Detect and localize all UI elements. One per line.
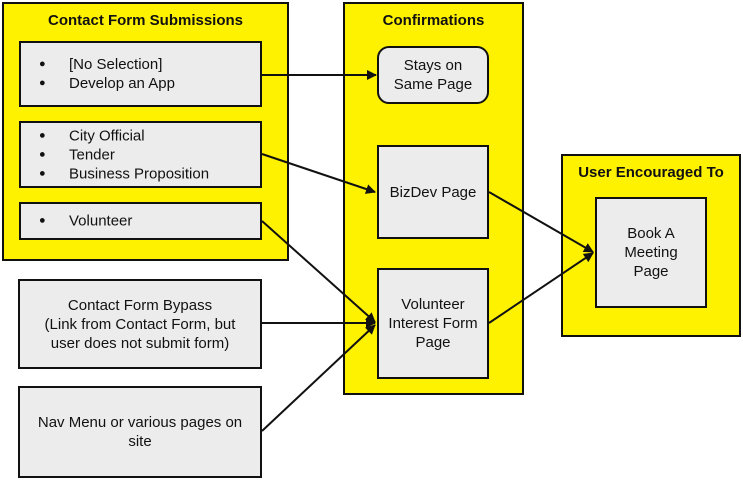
list-item: Volunteer bbox=[39, 212, 132, 231]
list-item: Business Proposition bbox=[39, 164, 209, 183]
submission-list-3: Volunteer bbox=[39, 212, 132, 231]
volunteer-line-2: Interest Form bbox=[388, 315, 478, 332]
source-box-nav-menu: Nav Menu or various pages on site bbox=[18, 386, 262, 478]
volunteer-line-3: Page bbox=[415, 334, 451, 351]
submission-list-2: City Official Tender Business Propositio… bbox=[39, 126, 209, 183]
group-title-encouraged: User Encouraged To bbox=[578, 164, 724, 181]
list-item: [No Selection] bbox=[39, 55, 175, 74]
submission-box-business: City Official Tender Business Propositio… bbox=[19, 121, 262, 188]
bizdev-line-1: BizDev Page bbox=[389, 183, 477, 201]
encouraged-box-book-meeting-page: Book A Meeting Page bbox=[595, 197, 707, 308]
submission-list-1: [No Selection] Develop an App bbox=[39, 55, 175, 93]
group-title-confirmations: Confirmations bbox=[382, 12, 485, 29]
list-item: Develop an App bbox=[39, 74, 175, 93]
list-item: Tender bbox=[39, 145, 209, 164]
list-item: City Official bbox=[39, 126, 209, 145]
confirmation-box-stays-on-same-page: Stays on Same Page bbox=[377, 46, 489, 104]
confirmation-box-volunteer-interest-form: Volunteer Interest Form Page bbox=[377, 268, 489, 379]
nav-line-1: Nav Menu or various pages on bbox=[37, 414, 243, 431]
same-page-line-2: Same Page bbox=[393, 76, 473, 93]
group-title-submissions: Contact Form Submissions bbox=[47, 12, 244, 29]
book-line-1: Book A bbox=[627, 225, 675, 242]
submission-box-no-selection-app: [No Selection] Develop an App bbox=[19, 41, 262, 107]
bypass-line-3: user does not submit form) bbox=[50, 334, 230, 352]
book-line-2: Meeting Page bbox=[624, 244, 678, 280]
confirmation-box-bizdev-page: BizDev Page bbox=[377, 145, 489, 239]
bypass-line-1: Contact Form Bypass bbox=[67, 296, 213, 314]
nav-line-2: site bbox=[128, 433, 152, 450]
same-page-line-1: Stays on bbox=[403, 57, 463, 74]
bypass-line-2: (Link from Contact Form, but bbox=[44, 315, 236, 333]
volunteer-line-1: Volunteer bbox=[401, 296, 465, 313]
source-box-contact-form-bypass: Contact Form Bypass (Link from Contact F… bbox=[18, 279, 262, 369]
submission-box-volunteer: Volunteer bbox=[19, 202, 262, 240]
